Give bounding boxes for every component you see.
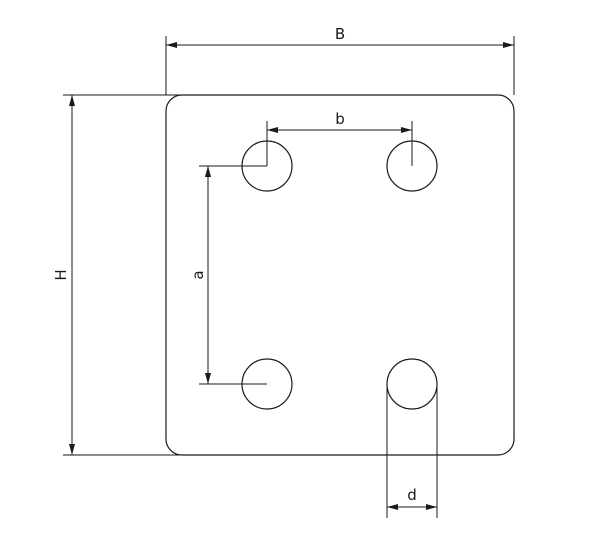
dimension-width: B	[165, 25, 515, 95]
dimension-label-hole-spacing-horizontal: b	[335, 110, 345, 128]
dimension-hole-spacing-horizontal: b	[266, 110, 413, 166]
dimension-label-width: B	[335, 25, 345, 43]
dimension-height: H	[52, 94, 180, 456]
dimension-hole-diameter: d	[386, 384, 438, 518]
dimension-label-hole-diameter: d	[407, 486, 417, 504]
dimension-label-height: H	[52, 269, 70, 280]
dimension-label-hole-spacing-vertical: a	[189, 270, 207, 279]
hole-bottom-right	[386, 358, 438, 410]
dimension-hole-spacing-vertical: a	[189, 165, 267, 385]
plate-outline	[165, 94, 515, 456]
